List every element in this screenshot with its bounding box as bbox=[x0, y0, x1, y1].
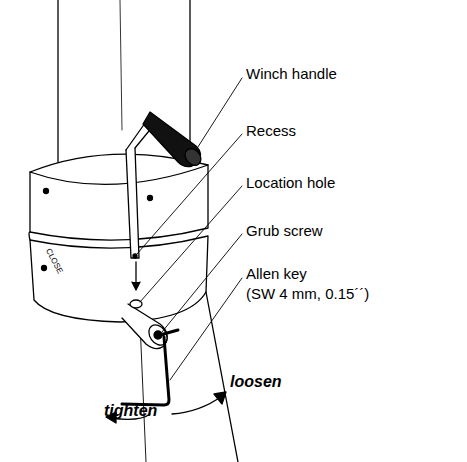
leader-line bbox=[137, 134, 242, 254]
part-label: Location hole bbox=[246, 173, 335, 193]
part-label: Grub screw bbox=[246, 221, 323, 241]
part-label: Winch handle bbox=[246, 64, 337, 84]
part-label: Recess bbox=[246, 121, 296, 141]
insert-arrow-head bbox=[132, 282, 140, 290]
leader-line bbox=[196, 78, 242, 150]
housing-edge bbox=[29, 232, 30, 240]
winch-handle-rod bbox=[126, 148, 139, 258]
recess bbox=[133, 254, 137, 258]
tube-highlight bbox=[120, 0, 122, 130]
lower-housing bbox=[30, 236, 208, 322]
leader-line bbox=[140, 186, 242, 302]
loosen-arrow bbox=[172, 396, 222, 414]
loosen-arrow-head bbox=[214, 392, 226, 404]
part-label: Allen key (SW 4 mm, 0.15´´) bbox=[246, 264, 369, 304]
collar-rivet bbox=[148, 196, 153, 201]
collar-edge bbox=[30, 165, 208, 184]
direction-label: tighten bbox=[104, 401, 157, 421]
grip-end bbox=[182, 146, 204, 169]
direction-label: loosen bbox=[230, 372, 282, 392]
leader-line bbox=[170, 278, 242, 380]
upper-collar bbox=[30, 154, 208, 240]
housing-rivet bbox=[42, 266, 47, 271]
tube-edge bbox=[189, 0, 190, 162]
collar-rivet bbox=[44, 189, 49, 194]
leader-line bbox=[162, 234, 242, 332]
tube-edge bbox=[57, 0, 58, 168]
allen-key bbox=[122, 330, 178, 405]
